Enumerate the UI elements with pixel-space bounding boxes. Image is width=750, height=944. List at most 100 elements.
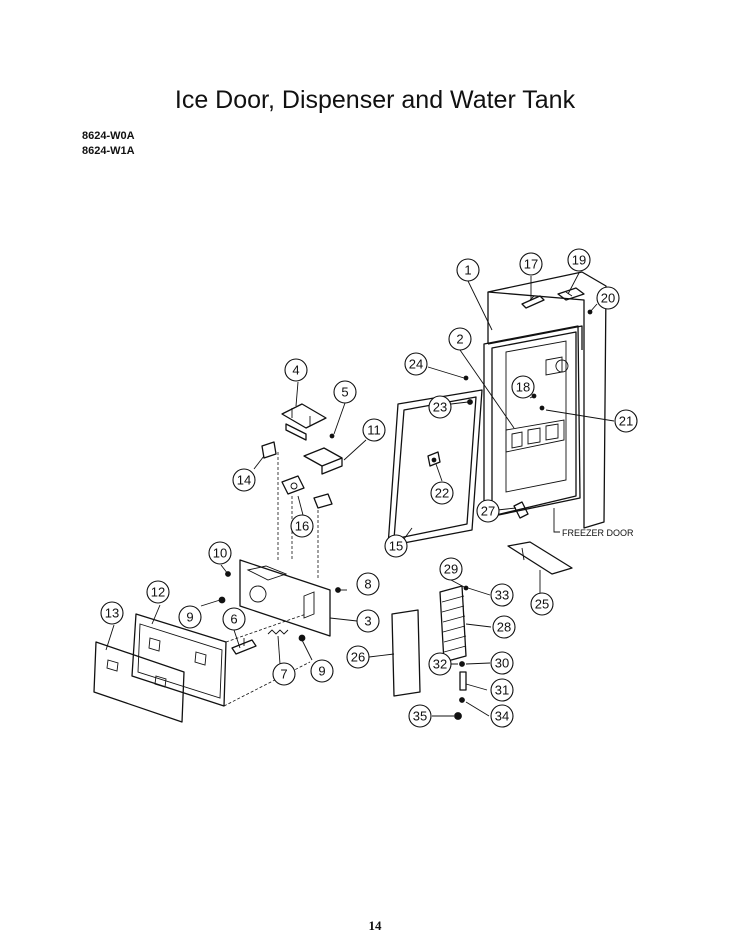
callout-circle [222,607,246,631]
part-actuator-4 [281,403,327,441]
callout-circle [290,514,314,538]
part-bracket-11 [303,447,343,475]
page-title: Ice Door, Dispenser and Water Tank [174,86,576,114]
callout-circle [490,678,514,702]
page-number: 14 [368,918,382,933]
callout-number: 28 [497,620,511,635]
callout-circle [346,645,370,669]
callout-number: 26 [351,650,365,665]
callout-28: 28 [492,615,516,639]
callout-number: 1 [464,263,471,278]
part-screw-8 [335,587,341,593]
callout-number: 22 [435,486,449,501]
leader-lines [105,272,615,717]
callout-9: 9 [310,659,334,683]
callout-7: 7 [272,662,296,686]
callout-circle [310,659,334,683]
callout-number: 5 [341,385,348,400]
callout-8: 8 [356,572,380,596]
callout-number: 29 [444,562,458,577]
callout-number: 6 [230,612,237,627]
callout-number: 23 [433,400,447,415]
callout-number: 18 [516,380,530,395]
callout-11: 11 [362,418,386,442]
part-22 [427,451,441,467]
callout-circle [430,481,454,505]
part-lever-6 [231,638,257,655]
callout-number: 15 [389,539,403,554]
callout-circle [530,592,554,616]
callout-27: 27 [476,499,500,523]
callout-circle [511,375,535,399]
callout-circle [146,580,170,604]
callout-number: 9 [186,610,193,625]
part-gasket-15 [387,389,483,547]
callout-number: 4 [292,363,299,378]
callout-number: 17 [524,257,538,272]
callout-18: 18 [511,375,535,399]
callout-number: 9 [318,664,325,679]
part-14 [261,441,277,459]
callout-35: 35 [408,704,432,728]
part-34 [459,697,465,703]
part-27 [513,501,529,519]
callout-number: 16 [295,519,309,534]
callout-29: 29 [439,557,463,581]
callout-number: 7 [280,667,287,682]
callout-number: 3 [364,614,371,629]
callout-circle [439,557,463,581]
callout-number: 33 [495,588,509,603]
callout-labels: 1234567899101112131415161718192021222324… [100,248,638,728]
part-panel-12 [131,613,227,707]
callout-circle [448,327,472,351]
callout-number: 20 [601,291,615,306]
callout-25: 25 [530,592,554,616]
callout-22: 22 [430,481,454,505]
callout-circle [333,380,357,404]
part-32 [459,661,465,667]
callout-circle [208,541,232,565]
callout-26: 26 [346,645,370,669]
callout-3: 3 [356,609,380,633]
callout-10: 10 [208,541,232,565]
callout-number: 34 [495,709,509,724]
callout-circle [404,352,428,376]
callout-number: 2 [456,332,463,347]
callout-circle [178,605,202,629]
callout-number: 31 [495,683,509,698]
part-screw-23 [467,399,473,405]
callout-circle [272,662,296,686]
callout-31: 31 [490,678,514,702]
callout-circle [519,252,543,276]
callout-number: 12 [151,585,165,600]
callout-circle [356,572,380,596]
callout-number: 21 [619,414,633,429]
callout-13: 13 [100,601,124,625]
callout-9: 9 [178,605,202,629]
part-chute-25 [507,541,573,575]
callout-30: 30 [490,651,514,675]
callout-circle [384,534,408,558]
model-number: 8624-W0A [82,130,135,142]
model-number: 8624-W1A [82,145,135,157]
callout-1: 1 [456,258,480,282]
callout-16: 16 [290,514,314,538]
callout-circle [284,358,308,382]
callout-24: 24 [404,352,428,376]
callout-circle [490,583,514,607]
callout-circle [614,409,638,433]
callout-15: 15 [384,534,408,558]
callout-5: 5 [333,380,357,404]
callout-34: 34 [490,704,514,728]
part-housing-3 [239,559,331,637]
callout-32: 32 [428,652,452,676]
callout-4: 4 [284,358,308,382]
part-16 [281,475,333,509]
part-screw-5 [329,433,335,439]
callout-21: 21 [614,409,638,433]
callout-17: 17 [519,252,543,276]
part-spring-7 [267,629,289,635]
part-screw-24 [463,375,469,381]
callout-6: 6 [222,607,246,631]
callout-circle [356,609,380,633]
